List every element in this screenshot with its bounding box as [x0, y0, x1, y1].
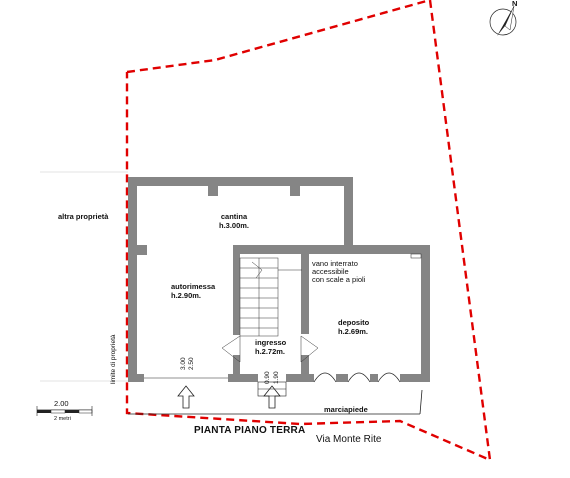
- entry-arrow-garage: [177, 385, 195, 409]
- window-arch-2: [347, 372, 371, 383]
- dimension-garage-a: 3.00: [180, 357, 187, 370]
- door-swing-right: [300, 335, 319, 363]
- plan-title: PIANTA PIANO TERRA: [194, 425, 306, 436]
- neighbor-label: altra proprietà: [58, 212, 109, 221]
- room-name-deposito: deposito: [338, 318, 370, 327]
- north-arrow: [489, 5, 517, 36]
- room-height-cantina: h.3.00m.: [218, 221, 249, 230]
- walls: [128, 177, 430, 382]
- room-height-ingresso: h.2.72m.: [255, 347, 286, 356]
- entry-steps: [257, 381, 287, 397]
- room-height-deposito: h.2.69m.: [338, 327, 369, 336]
- room-name-ingresso: ingresso: [255, 338, 287, 347]
- dimension-entry-b: 1.90: [273, 371, 280, 384]
- street-name: Via Monte Rite: [316, 434, 382, 445]
- sidewalk-edge: [419, 389, 423, 415]
- room-name-cantina: cantina: [220, 212, 248, 221]
- staircase: [239, 257, 302, 337]
- note-line-1: vano interrato: [312, 259, 358, 268]
- scale-value: 2.00: [54, 399, 69, 408]
- window-arch-3: [377, 372, 401, 383]
- scale-bar: [36, 406, 93, 416]
- room-height-autorimessa: h.2.90m.: [171, 291, 202, 300]
- note-line-2: accessibile: [312, 267, 349, 276]
- scale-unit: 2 metri: [54, 416, 71, 422]
- dimension-entry-a: 0.90: [264, 371, 271, 384]
- vent-opening: [410, 253, 422, 259]
- room-name-autorimessa: autorimessa: [171, 282, 216, 291]
- door-swing-left: [221, 335, 241, 363]
- boundary-label: limite di proprietà: [110, 334, 117, 385]
- sidewalk-label: marciapiede: [324, 405, 368, 414]
- property-boundary: [125, 0, 492, 462]
- dimension-garage-b: 2.50: [188, 357, 195, 370]
- north-label: N: [512, 0, 518, 8]
- window-arch-1: [313, 372, 337, 383]
- note-line-3: con scale a pioli: [312, 275, 366, 284]
